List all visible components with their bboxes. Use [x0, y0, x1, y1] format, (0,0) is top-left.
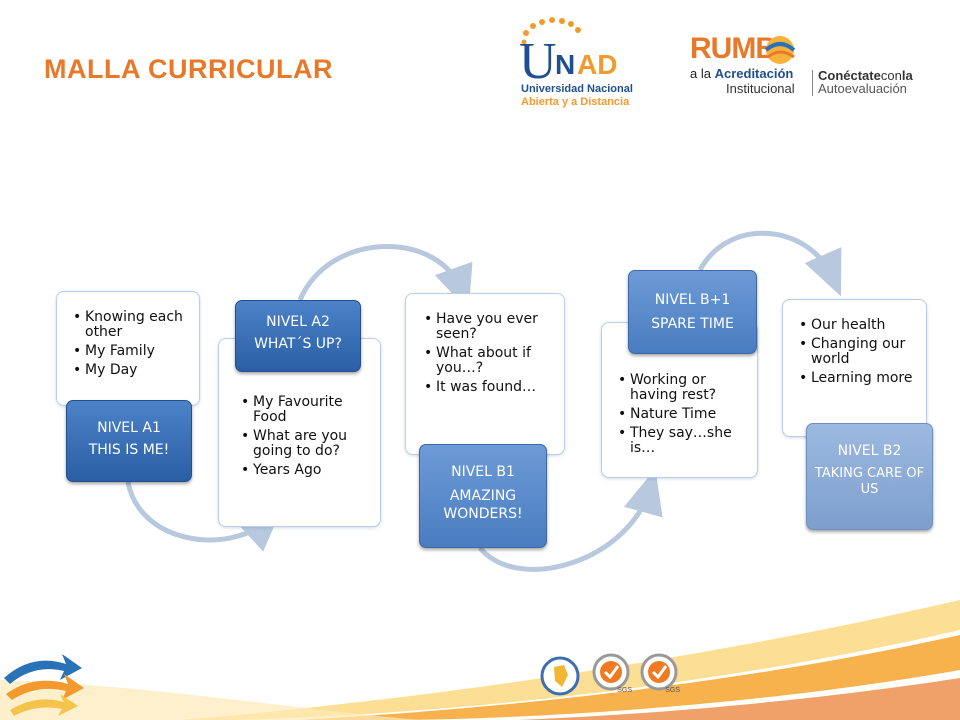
- unad-logo-mark: U N AD: [519, 17, 617, 90]
- topic-item: What about if you…?: [424, 346, 556, 376]
- arrows-logo-icon: [4, 654, 84, 716]
- topic-item: My Favourite Food: [241, 395, 372, 425]
- svg-text:AD: AD: [577, 49, 617, 80]
- topic-item: They say…she is…: [618, 426, 749, 456]
- connect-b: con: [880, 68, 902, 83]
- level-box-b1: NIVEL B1 AMAZING WONDERS!: [419, 444, 547, 548]
- topics-panel-b2: Our health Changing our world Learning m…: [782, 299, 927, 437]
- svg-text:U: U: [519, 33, 557, 84]
- badge-label: SGS: [617, 687, 632, 694]
- rumbo-accent: Acreditación: [714, 66, 794, 81]
- level-name: NIVEL B1: [451, 464, 515, 480]
- topic-item: Learning more: [799, 371, 918, 387]
- unad-logo: U N AD Universidad Nacional Abierta y a …: [515, 14, 645, 110]
- footer-swoosh: [0, 600, 960, 720]
- rumbo-logo: RUMB a la Acreditación Institucional Con…: [688, 32, 938, 102]
- unad-line1: Universidad Nacional: [521, 83, 633, 95]
- arrow-a2-b1: [297, 244, 473, 311]
- topic-item: My Family: [73, 344, 191, 360]
- page-title: MALLA CURRICULAR: [44, 54, 333, 84]
- connect-a: Conéctate: [818, 68, 881, 83]
- globe-icon: [764, 36, 796, 64]
- connect-c: la: [901, 68, 913, 83]
- logo-divider: [812, 70, 813, 96]
- topics-panel-b1: Have you ever seen? What about if you…? …: [405, 293, 565, 455]
- rumbo-tagline: a la Acreditación: [690, 66, 793, 81]
- connect-d: Autoevaluación: [818, 81, 907, 96]
- topic-item: Working or having rest?: [618, 373, 749, 403]
- arrow-b1plus-b2: [697, 230, 842, 297]
- rumbo-prefix: a la: [690, 66, 711, 81]
- arrow-b1-b1plus: [478, 468, 663, 572]
- level-subtitle: AMAZING WONDERS!: [443, 488, 523, 522]
- arrow-a1-a2: [125, 481, 283, 552]
- topic-item: Knowing each other: [73, 310, 191, 340]
- topic-item: Changing our world: [799, 337, 918, 367]
- level-name: NIVEL B+1: [654, 292, 731, 308]
- checkmark-seal-icon: [640, 653, 678, 691]
- topic-item: Years Ago: [241, 463, 372, 479]
- certification-badge-1: SGS: [590, 653, 632, 699]
- svg-text:N: N: [555, 49, 575, 80]
- level-subtitle: TAKING CARE OF US: [814, 466, 925, 497]
- topics-panel-a1: Knowing each other My Family My Day: [56, 291, 200, 406]
- topic-item: Nature Time: [618, 407, 749, 423]
- badge-label: SGS: [665, 687, 680, 694]
- level-box-a1: NIVEL A1 THIS IS ME!: [66, 400, 192, 482]
- level-box-a2: NIVEL A2 WHAT´S UP?: [235, 300, 361, 372]
- topic-item: Our health: [799, 318, 918, 334]
- checkmark-seal-icon: [592, 653, 630, 691]
- unad-line2: Abierta y a Distancia: [521, 96, 630, 108]
- level-subtitle: SPARE TIME: [651, 316, 734, 332]
- colombia-seal-icon: [540, 656, 580, 696]
- level-box-b2: NIVEL B2 TAKING CARE OF US: [806, 423, 933, 530]
- level-subtitle: THIS IS ME!: [88, 442, 170, 458]
- level-subtitle: WHAT´S UP?: [254, 336, 342, 352]
- topic-item: Have you ever seen?: [424, 312, 556, 342]
- level-box-b1plus: NIVEL B+1 SPARE TIME: [628, 270, 757, 354]
- level-name: NIVEL A2: [266, 314, 330, 330]
- level-name: NIVEL B2: [837, 443, 902, 459]
- level-name: NIVEL A1: [97, 420, 161, 436]
- rumbo-brand: RUMB: [690, 32, 777, 65]
- rumbo-sub: Institucional: [726, 81, 795, 96]
- topic-item: What are you going to do?: [241, 429, 372, 459]
- connect-text: Conéctateconla: [818, 68, 913, 83]
- certification-badge-2: SGS: [638, 653, 680, 699]
- topic-item: It was found…: [424, 380, 556, 396]
- topic-item: My Day: [73, 363, 191, 379]
